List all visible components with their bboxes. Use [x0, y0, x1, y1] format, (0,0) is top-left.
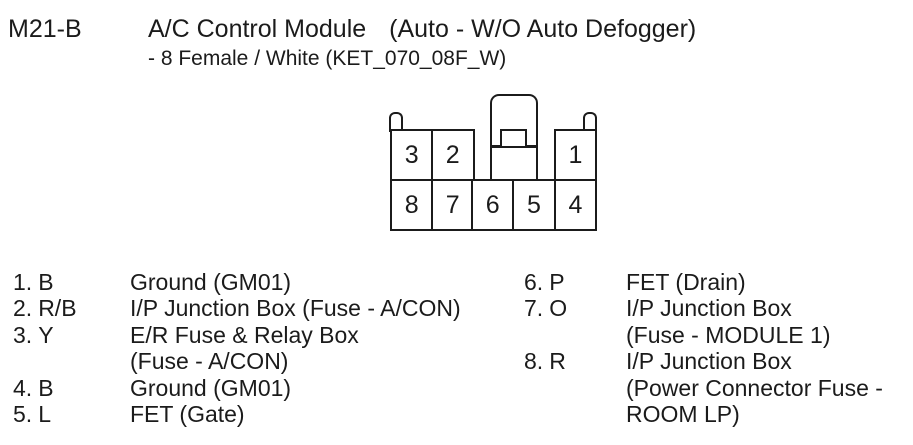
- pin-list-row: 5.L FET (Gate) ROOM LP): [0, 401, 913, 427]
- connector-cell-2: 2: [431, 129, 475, 181]
- pin-list-row: 4.B Ground (GM01) (Power Connector Fuse …: [0, 375, 913, 401]
- pin-number: 5.: [13, 400, 33, 427]
- wire-color-code: O: [549, 295, 568, 322]
- pin-number-and-color: 5.L: [13, 401, 51, 427]
- pin-description: Ground (GM01): [130, 374, 292, 401]
- connector-cell-7: 7: [431, 179, 475, 231]
- connector-tab-right-icon: [583, 112, 597, 132]
- module-variant: (Auto - W/O Auto Defogger): [389, 15, 697, 43]
- module-title: A/C Control Module: [148, 15, 367, 43]
- pin-description: I/P Junction Box: [626, 295, 792, 322]
- pin-list-row: 1.B Ground (GM01) 6.P FET (Drain): [0, 269, 913, 295]
- wire-color-code: B: [38, 269, 54, 295]
- connector-latch-icon: [490, 94, 538, 181]
- pin-number-and-color: 3.Y: [13, 322, 54, 348]
- pin-number-and-color: [524, 322, 530, 348]
- wire-color-code: P: [549, 269, 565, 295]
- pin-description: ROOM LP): [626, 400, 740, 427]
- connector-cell-5: 5: [511, 179, 557, 231]
- pin-number: 4.: [13, 374, 33, 401]
- pin-number-and-color: 4.B: [13, 375, 54, 401]
- connector-cell-4: 4: [554, 179, 597, 231]
- pin-number: 7.: [524, 295, 544, 322]
- wire-color-code: L: [38, 400, 51, 427]
- pin-description: (Fuse - MODULE 1): [626, 321, 831, 348]
- wire-color-code: R/B: [38, 295, 77, 322]
- pin-number: 8.: [524, 348, 544, 375]
- pin-description: (Power Connector Fuse -: [626, 374, 883, 401]
- connector-cell-8: 8: [390, 179, 434, 231]
- connector-code: M21-B: [8, 15, 82, 43]
- wire-color-code: B: [38, 374, 54, 401]
- wire-color-code: R: [549, 348, 566, 375]
- pin-description: FET (Drain): [626, 269, 746, 295]
- pin-number: 2.: [13, 295, 33, 322]
- connector-tab-left-icon: [389, 112, 403, 132]
- page-title-row: M21-B A/C Control Module (Auto - W/O Auto…: [0, 15, 913, 43]
- pin-number-and-color: 8.R: [524, 348, 566, 374]
- latch-button-icon: [500, 129, 527, 148]
- pin-number: 1.: [13, 269, 33, 295]
- pin-description: Ground (GM01): [130, 269, 292, 295]
- module-title-line: A/C Control Module (Auto - W/O Auto Defog…: [148, 15, 696, 43]
- pin-number: 3.: [13, 321, 33, 348]
- pin-number-and-color: [524, 401, 530, 427]
- connector-diagram: 3 2 1 8 7 6 5 4: [389, 94, 597, 231]
- connector-subtitle: - 8 Female / White (KET_070_08F_W): [148, 47, 507, 70]
- pin-description: I/P Junction Box: [626, 348, 792, 375]
- pin-list: 1.B Ground (GM01) 6.P FET (Drain) 2.R/B …: [0, 269, 913, 427]
- pin-number: 6.: [524, 269, 544, 295]
- pin-list-row: 3.Y E/R Fuse & Relay Box (Fuse - MODULE …: [0, 322, 913, 348]
- pin-number-and-color: 6.P: [524, 269, 565, 295]
- connector-cell-3: 3: [390, 129, 434, 181]
- pin-description: (Fuse - A/CON): [130, 348, 289, 375]
- pin-number-and-color: 2.R/B: [13, 295, 77, 321]
- connector-cell-6: 6: [471, 179, 515, 231]
- wire-color-code: Y: [38, 321, 54, 348]
- pin-number-and-color: [13, 348, 19, 374]
- pin-number-and-color: 7.O: [524, 295, 567, 321]
- pin-description: E/R Fuse & Relay Box: [130, 321, 359, 348]
- pin-list-row: 2.R/B I/P Junction Box (Fuse - A/CON) 7.…: [0, 295, 913, 321]
- pin-list-row: (Fuse - A/CON) 8.R I/P Junction Box: [0, 348, 913, 374]
- pin-description: FET (Gate): [130, 400, 245, 427]
- connector-cell-1: 1: [554, 129, 597, 181]
- pin-description: I/P Junction Box (Fuse - A/CON): [130, 295, 461, 322]
- pin-number-and-color: 1.B: [13, 269, 54, 295]
- pin-number-and-color: [524, 375, 530, 401]
